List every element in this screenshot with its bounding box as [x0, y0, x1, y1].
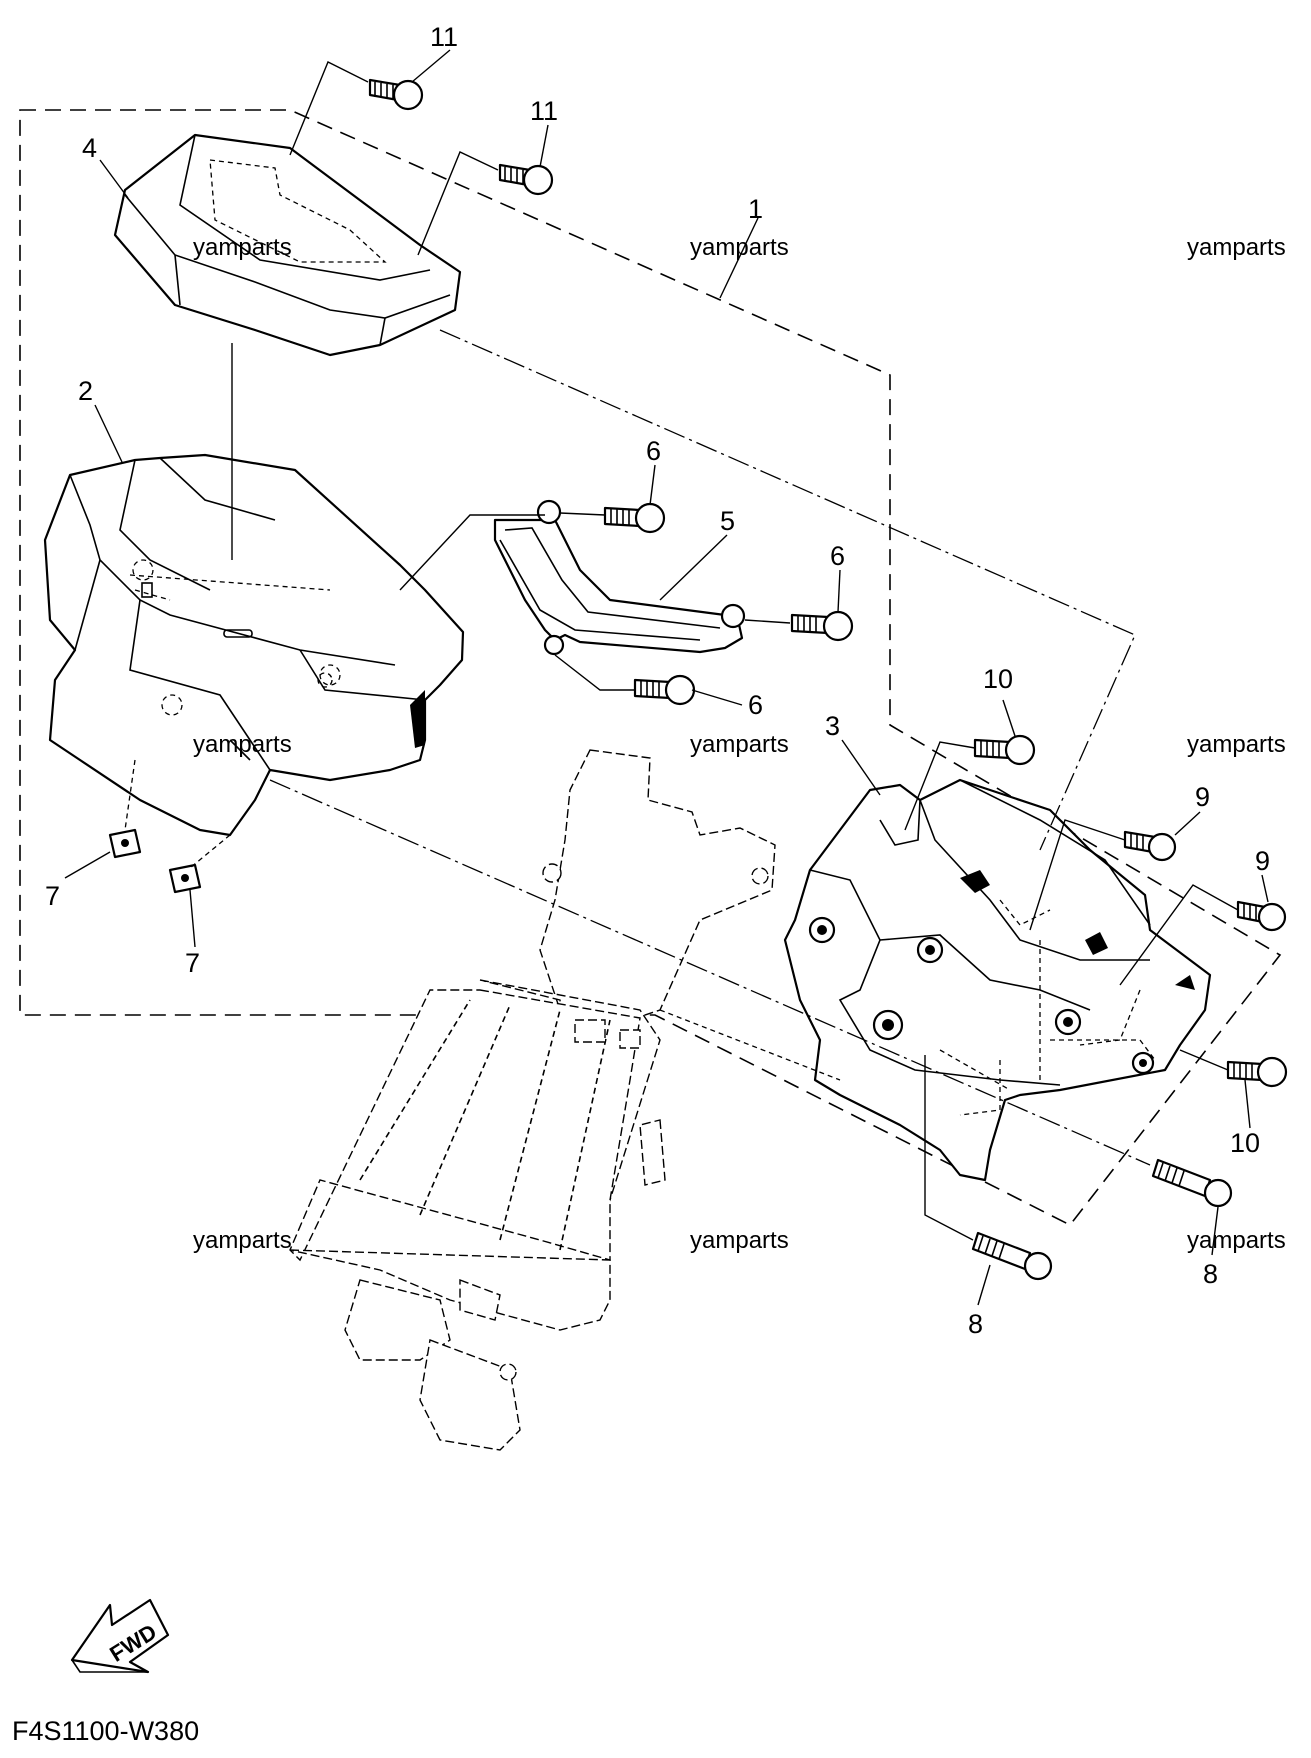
screw-part-10b [1226, 1056, 1288, 1088]
leader-6c [691, 689, 743, 706]
leader-1 [719, 217, 759, 299]
leader-6b [837, 569, 841, 613]
callout-6a: 6 [646, 436, 661, 466]
leader-11b [539, 124, 549, 168]
leader-2 [94, 404, 123, 463]
bracket-part-5 [493, 499, 746, 656]
leader-9a [1174, 811, 1201, 836]
watermark: yamparts [193, 234, 292, 261]
assembly-line-cowl-bracket [399, 514, 545, 591]
watermark: yamparts [1187, 731, 1286, 758]
assembly-line-bolt8b [924, 1055, 974, 1241]
nut-part-7a [108, 828, 142, 859]
callout-9b: 9 [1255, 846, 1270, 876]
assembly-line-nut7 [124, 759, 136, 831]
nut-part-7b [168, 863, 202, 894]
screw-part-6c [633, 674, 696, 706]
leader-4 [99, 159, 129, 199]
callout-9a: 9 [1195, 782, 1210, 812]
leader-7b [189, 889, 196, 948]
callout-4: 4 [82, 133, 97, 163]
screw-part-11b [498, 163, 554, 196]
assembly-line-cowl-to-bolt [269, 779, 1151, 1166]
leader-5 [659, 534, 728, 601]
screw-part-11a [368, 78, 424, 111]
bolt-part-8a [1151, 1158, 1233, 1208]
watermark: yamparts [690, 731, 789, 758]
leader-11a [411, 49, 451, 83]
leader-8a [1211, 1206, 1219, 1256]
bolt-part-8b [971, 1231, 1053, 1281]
screw-part-10a [973, 734, 1036, 766]
callout-8b: 8 [968, 1309, 983, 1339]
watermark: yamparts [690, 234, 789, 261]
assembly-line-screw9a [1029, 819, 1126, 931]
screw-part-9a [1123, 830, 1177, 862]
assembly-line-screw10a [904, 741, 976, 831]
assembly-line-bracket-screw6a [559, 512, 606, 516]
screw-part-6a [603, 502, 666, 534]
leader-10b [1244, 1079, 1251, 1129]
leader-8b [977, 1264, 991, 1306]
watermark: yamparts [193, 1227, 292, 1254]
leader-3 [841, 739, 881, 796]
callout-10a: 10 [983, 664, 1013, 694]
callout-3: 3 [825, 711, 840, 741]
callout-7a: 7 [45, 881, 60, 911]
callout-1: 1 [748, 194, 763, 224]
fwd-arrow: FWD [70, 1598, 170, 1674]
assembly-line-bracket-screw6b [744, 619, 791, 624]
callout-11b: 11 [530, 96, 558, 126]
callout-6c: 6 [748, 690, 763, 720]
assembly-line-visor-to-panel [439, 329, 1136, 851]
assembly-line-screw9b [1119, 884, 1239, 986]
assembly-line-screw10b [1179, 1049, 1229, 1071]
callout-7b: 7 [185, 948, 200, 978]
watermark: yamparts [1187, 1227, 1286, 1254]
callout-8a: 8 [1203, 1259, 1218, 1289]
watermark: yamparts [193, 731, 292, 758]
visor-cover-part-4 [113, 133, 462, 357]
leader-7a [64, 851, 111, 879]
callout-2: 2 [78, 376, 93, 406]
watermark: yamparts [690, 1227, 789, 1254]
leader-10a [1002, 699, 1016, 737]
assembly-boundary [19, 109, 1282, 1227]
diagram-code: F4S1100-W380 [12, 1716, 199, 1746]
callout-5: 5 [720, 506, 735, 536]
front-cowl-part-2 [43, 453, 465, 837]
inner-panel-part-3 [783, 778, 1212, 1182]
screw-part-6b [790, 610, 854, 642]
leader-9b [1261, 874, 1269, 903]
callout-11a: 11 [430, 22, 458, 52]
callout-10b: 10 [1230, 1128, 1260, 1158]
assembly-line-nut7b [189, 834, 231, 869]
screw-part-9b [1236, 900, 1287, 932]
callout-6b: 6 [830, 541, 845, 571]
leader-6a [649, 464, 656, 506]
steering-column-phantom [289, 749, 776, 1451]
watermark: yamparts [1187, 234, 1286, 261]
assembly-line-bracket-screw6c [554, 654, 635, 691]
assembly-line-screw11b [417, 151, 499, 256]
assembly-line-screw11a [289, 61, 369, 156]
